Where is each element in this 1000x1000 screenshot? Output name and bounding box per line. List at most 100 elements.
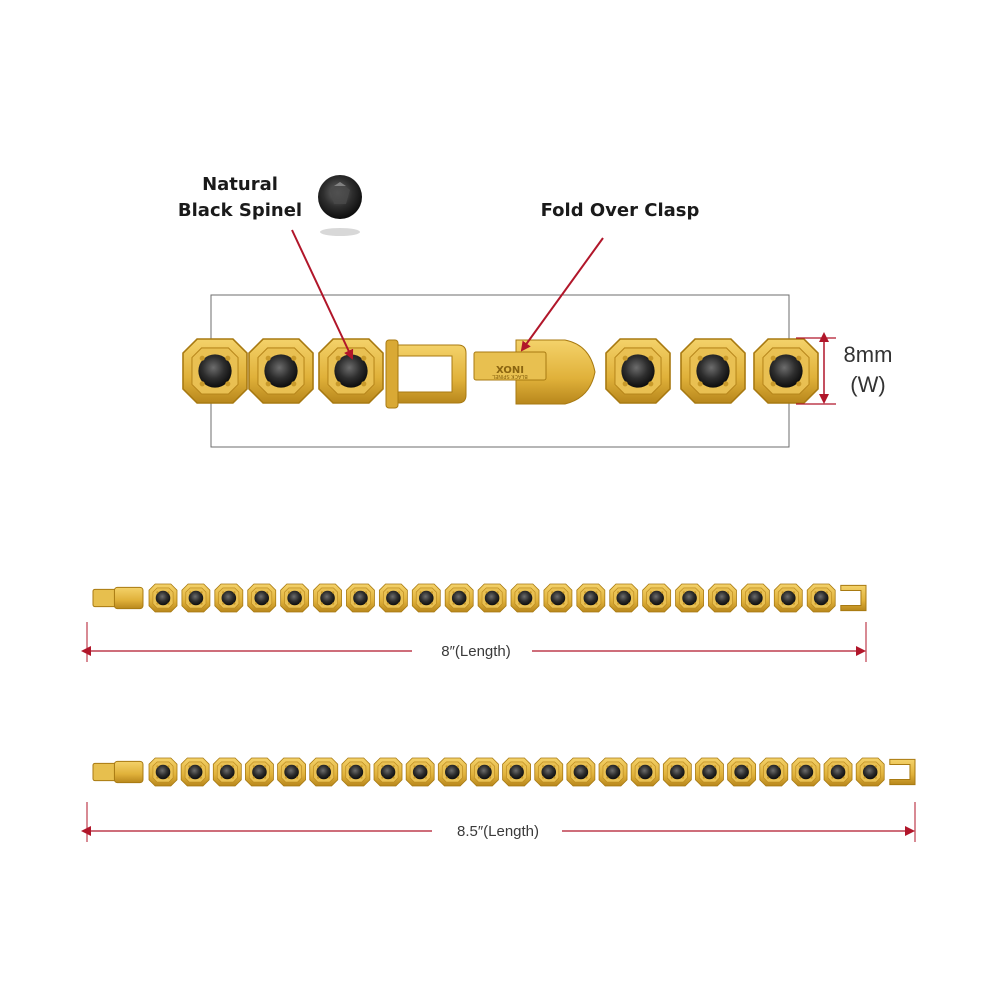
bracelet-link	[510, 583, 540, 613]
bracelet-link	[212, 757, 242, 787]
bracelet-link	[740, 583, 770, 613]
black-spinel-stone	[550, 590, 566, 606]
black-spinel-stone	[484, 590, 500, 606]
black-spinel-stone	[380, 764, 396, 780]
black-spinel-stone	[320, 590, 335, 606]
black-spinel-stone	[334, 354, 368, 388]
bracelet-link	[248, 338, 314, 404]
bracelet-link	[280, 583, 310, 613]
bracelet-link	[148, 757, 178, 787]
bracelet-link	[806, 583, 836, 613]
black-spinel-stone	[734, 764, 749, 780]
length-label-8: 8″(Length)	[441, 643, 511, 660]
black-spinel-stone	[348, 764, 364, 780]
bracelet-link	[245, 757, 274, 787]
black-spinel-stone	[573, 764, 589, 780]
width-unit: (W)	[850, 372, 885, 397]
black-spinel-stone	[621, 354, 655, 388]
bracelet-link	[148, 583, 178, 613]
black-spinel-stone	[830, 764, 846, 780]
bracelet-link	[534, 757, 564, 787]
length-dimension-8	[81, 622, 867, 662]
clasp-open-loop	[385, 339, 467, 409]
clasp-plate: INOX BLACK SPINEL	[473, 339, 596, 405]
black-spinel-stone	[284, 764, 299, 780]
stone-callout-line2: Black Spinel	[178, 200, 302, 221]
bracelet-8-inch	[92, 583, 867, 613]
black-spinel-stone	[862, 764, 878, 780]
black-spinel-stone	[477, 764, 492, 780]
bracelet-link	[675, 583, 704, 613]
black-spinel-stone	[419, 590, 434, 606]
bracelet-link	[444, 583, 474, 613]
length-dimension-8-5	[81, 802, 916, 842]
bracelet-link	[630, 757, 660, 787]
bracelet-link	[247, 583, 277, 613]
black-spinel-stone	[682, 590, 697, 606]
black-spinel-gem-icon	[318, 175, 362, 236]
bracelet-link	[373, 757, 403, 787]
bracelet-link	[543, 583, 573, 613]
black-spinel-stone	[769, 354, 803, 388]
bracelet-link	[576, 583, 606, 613]
black-spinel-stone	[220, 764, 235, 780]
clasp-callout: Fold Over Clasp	[541, 200, 700, 221]
clasp-callout-arrow	[520, 237, 604, 352]
bracelet-link	[214, 583, 244, 613]
bracelet-link	[680, 338, 746, 404]
bracelet-link	[773, 583, 803, 613]
bracelet-8-5-inch	[92, 757, 916, 787]
bracelet-link	[318, 338, 384, 404]
black-spinel-stone	[702, 764, 717, 780]
black-spinel-stone	[813, 590, 829, 606]
stone-callout-line1: Natural	[202, 174, 278, 195]
bracelet-link	[609, 583, 639, 613]
black-spinel-stone	[766, 764, 782, 780]
bracelet-link	[341, 757, 371, 787]
black-spinel-stone	[670, 764, 685, 780]
black-spinel-stone	[412, 764, 428, 780]
black-spinel-stone	[451, 590, 467, 606]
black-spinel-stone	[188, 590, 204, 606]
bracelet-link	[502, 757, 531, 787]
bracelet-link	[470, 757, 499, 787]
black-spinel-stone	[287, 590, 302, 606]
bracelet-link	[855, 757, 885, 787]
bracelet-link	[823, 757, 853, 787]
bracelet-link	[708, 583, 737, 613]
black-spinel-stone	[252, 764, 267, 780]
black-spinel-stone	[386, 590, 401, 606]
black-spinel-stone	[541, 764, 557, 780]
bracelet-link	[182, 338, 248, 404]
black-spinel-stone	[353, 590, 368, 606]
black-spinel-stone	[798, 764, 814, 780]
black-spinel-stone	[316, 764, 332, 780]
bracelet-link	[753, 338, 819, 404]
width-value: 8mm	[844, 342, 893, 367]
black-spinel-stone	[155, 590, 171, 606]
black-spinel-stone	[781, 590, 796, 606]
bracelet-link	[598, 757, 628, 787]
bracelet-link	[642, 583, 672, 613]
black-spinel-stone	[509, 764, 524, 780]
bracelet-link	[662, 757, 692, 787]
bracelet-link	[477, 583, 507, 613]
black-spinel-stone	[616, 590, 632, 606]
bracelet-link	[566, 757, 596, 787]
bracelet-link	[405, 757, 435, 787]
stone-callout-arrow	[291, 229, 354, 360]
clasp-brand-engraving: INOX	[496, 363, 524, 374]
black-spinel-stone	[254, 590, 270, 606]
bracelet-link	[411, 583, 441, 613]
bracelet-link	[605, 338, 671, 404]
bracelet-link	[695, 757, 724, 787]
black-spinel-stone	[187, 764, 203, 780]
black-spinel-stone	[748, 590, 763, 606]
bracelet-clasp-loop	[840, 584, 867, 612]
black-spinel-stone	[696, 354, 730, 388]
black-spinel-stone	[198, 354, 232, 388]
bracelet-link	[437, 757, 467, 787]
black-spinel-stone	[445, 764, 460, 780]
black-spinel-stone	[637, 764, 653, 780]
